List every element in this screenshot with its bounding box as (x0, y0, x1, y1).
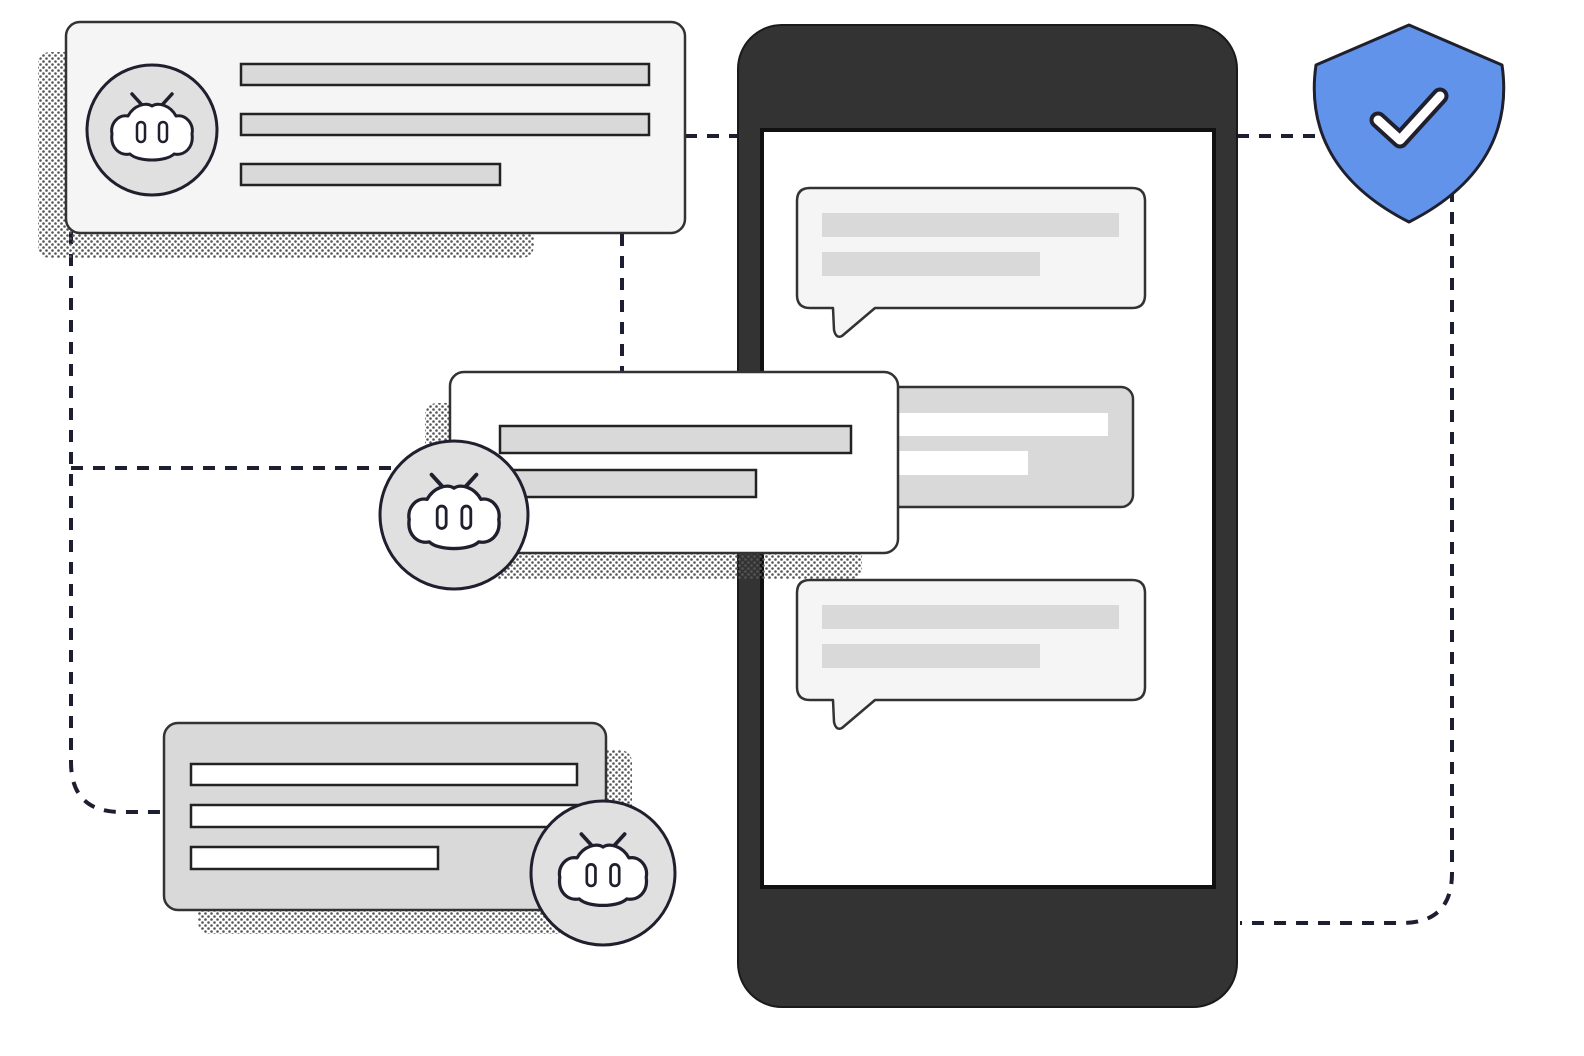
bot-avatar (378, 439, 530, 591)
text-line-bar (189, 762, 579, 787)
bot-avatar (529, 799, 677, 947)
chat-bubble-outgoing (868, 385, 1135, 509)
placeholder-bar (822, 213, 1119, 237)
placeholder-bar (895, 413, 1108, 436)
connector-shield-to-phone-bottom (1240, 190, 1454, 925)
text-line-bar (239, 112, 651, 137)
text-line-bar (498, 468, 758, 499)
placeholder-bar (895, 451, 1028, 475)
bot-message-card-bottom (162, 721, 677, 947)
placeholder-bar (822, 644, 1040, 668)
text-line-bar (498, 424, 853, 455)
text-line-bar (189, 845, 440, 871)
connectors (69, 134, 1454, 925)
connector-top-card-left-to-bottom-card (69, 232, 168, 814)
bot-message-card-top (38, 20, 687, 258)
text-line-bar (239, 162, 502, 187)
bot-avatar (85, 63, 219, 197)
chat-bubble-incoming-2 (795, 578, 1147, 730)
phone (737, 24, 1238, 1008)
shield-check-icon (1312, 23, 1506, 224)
chat-bubble-incoming-1 (795, 186, 1147, 338)
text-line-bar (239, 62, 651, 87)
placeholder-bar (822, 605, 1119, 629)
text-line-bar (189, 803, 579, 829)
placeholder-bar (822, 252, 1040, 276)
bot-message-card-middle (378, 370, 900, 591)
